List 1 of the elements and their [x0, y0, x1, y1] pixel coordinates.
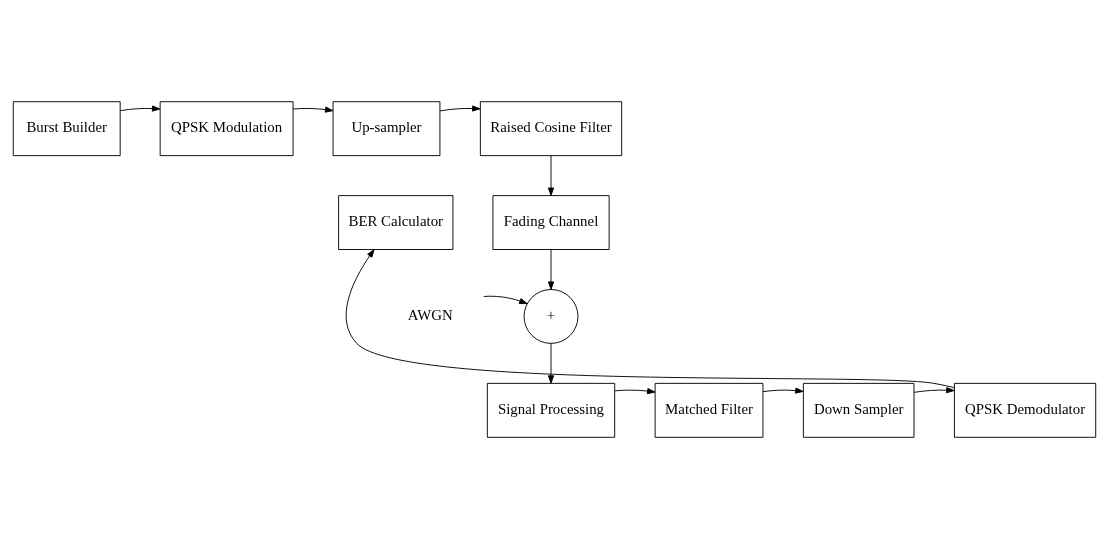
node-text: AWGN	[407, 306, 453, 323]
